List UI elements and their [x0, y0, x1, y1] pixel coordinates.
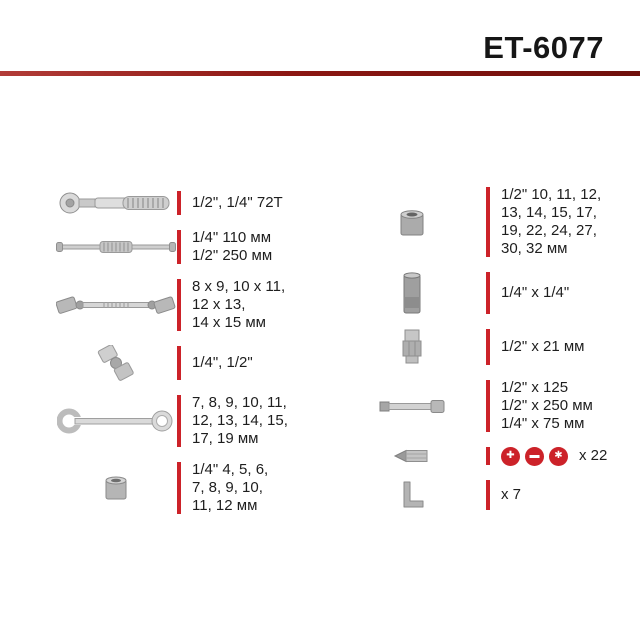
ratchet-illustration — [55, 190, 177, 216]
socket-illustration — [55, 473, 177, 503]
item-hex-key: x 7 — [338, 479, 613, 511]
item-combination-wrench: 7, 8, 9, 10, 11, 12, 13, 14, 15, 17, 19 … — [55, 394, 323, 448]
bit-count: x 22 — [579, 447, 608, 464]
item-swivel-socket-wrench: 8 x 9, 10 x 11, 12 x 13, 14 x 15 мм — [55, 278, 323, 332]
item-spec: 1/4" 110 мм 1/2" 250 мм — [192, 229, 273, 264]
divider-bar — [486, 272, 490, 314]
combination-wrench-illustration — [55, 407, 177, 435]
item-spec: 1/4" 4, 5, 6, 7, 8, 9, 10, 11, 12 мм — [192, 461, 269, 514]
socket-icon — [105, 476, 127, 500]
ratchet-icon — [59, 192, 170, 214]
deep-socket-icon — [403, 272, 421, 314]
extension-bar-icon — [379, 400, 445, 413]
item-spark-plug-socket: 1/2" x 21 мм — [338, 328, 613, 366]
divider-bar — [486, 447, 490, 465]
divider-bar — [486, 187, 490, 257]
swivel-socket-wrench-illustration — [55, 293, 177, 317]
torx-bit-icon: ✱ — [549, 446, 568, 466]
extension-bar-illustration — [338, 396, 486, 416]
divider-bar — [486, 380, 490, 432]
item-sliding-t-bar: 1/4" 110 мм 1/2" 250 мм — [55, 229, 323, 265]
divider-bar — [177, 279, 181, 331]
swivel-socket-wrench-icon — [56, 296, 176, 314]
model-number: ET-6077 — [483, 30, 604, 65]
divider-bar — [177, 230, 181, 264]
phillips-bit-icon: ✚ — [501, 446, 520, 466]
universal-joint-illustration — [55, 345, 177, 381]
bit-types: ✚ ▬ ✱ x 22 — [501, 446, 608, 466]
divider-bar — [177, 462, 181, 514]
item-spec: 1/2", 1/4" 72T — [192, 194, 283, 211]
divider-bar — [486, 480, 490, 510]
socket-set-illustration — [338, 206, 486, 238]
screwdriver-bit-icon — [393, 449, 428, 463]
divider-bar — [486, 329, 490, 365]
item-deep-socket: 1/4" x 1/4" — [338, 271, 613, 315]
item-socket-small: 1/4" 4, 5, 6, 7, 8, 9, 10, 11, 12 мм — [55, 461, 323, 515]
deep-socket-illustration — [338, 271, 486, 315]
item-spec: 1/4", 1/2" — [192, 354, 253, 371]
combination-wrench-icon — [57, 408, 173, 434]
slotted-bit-icon: ▬ — [525, 446, 544, 466]
divider-bar — [177, 346, 181, 380]
socket-set-icon — [400, 210, 424, 236]
item-universal-joint: 1/4", 1/2" — [55, 345, 323, 381]
item-ratchet: 1/2", 1/4" 72T — [55, 190, 323, 216]
item-extension-bar: 1/2" x 125 1/2" x 250 мм 1/4" x 75 мм — [338, 379, 613, 433]
divider-bar — [177, 191, 181, 215]
sliding-t-bar-icon — [56, 241, 176, 253]
hex-key-icon — [403, 481, 424, 508]
item-socket-set: 1/2" 10, 11, 12, 13, 14, 15, 17, 19, 22,… — [338, 186, 613, 258]
hex-key-count: x 7 — [501, 486, 522, 503]
item-spec: 1/2" x 21 мм — [501, 338, 585, 355]
bit-illustration — [338, 446, 486, 466]
left-column: 1/2", 1/4" 72T 1/4" 110 мм 1/2" 250 мм — [55, 190, 323, 515]
sliding-t-bar-illustration — [55, 239, 177, 255]
item-bits: ✚ ▬ ✱ x 22 — [338, 446, 613, 466]
item-spec: 1/2" x 125 1/2" x 250 мм 1/4" x 75 мм — [501, 379, 593, 432]
item-spec: 8 x 9, 10 x 11, 12 x 13, 14 x 15 мм — [192, 278, 286, 331]
universal-joint-icon — [97, 345, 134, 381]
item-spec: 7, 8, 9, 10, 11, 12, 13, 14, 15, 17, 19 … — [192, 394, 288, 447]
header-divider — [0, 71, 640, 76]
spark-plug-socket-icon — [402, 329, 422, 364]
spark-plug-socket-illustration — [338, 328, 486, 366]
item-spec: 1/2" 10, 11, 12, 13, 14, 15, 17, 19, 22,… — [501, 186, 602, 257]
divider-bar — [177, 395, 181, 447]
hex-key-illustration — [338, 479, 486, 511]
item-spec: 1/4" x 1/4" — [501, 284, 570, 301]
right-column: 1/2" 10, 11, 12, 13, 14, 15, 17, 19, 22,… — [338, 186, 613, 511]
